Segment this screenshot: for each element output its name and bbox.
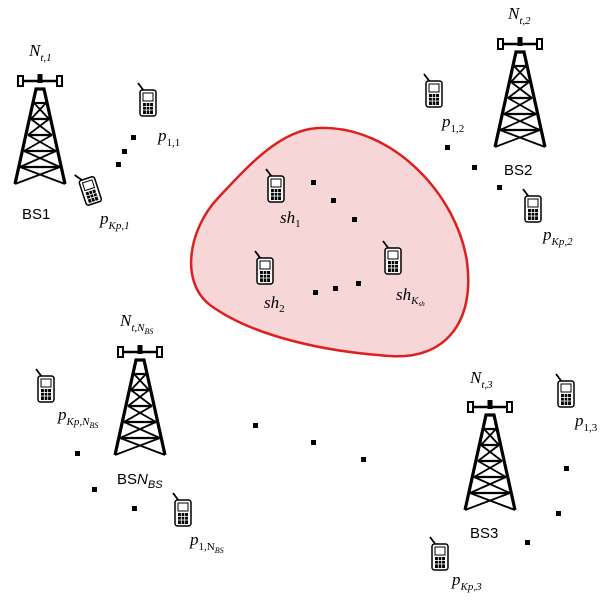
user-p13-label: p1,3 [574,411,598,434]
user-p1n-label: p1,NBS [189,530,224,555]
user-pk2-phone-icon [522,188,542,223]
bsn-tower-icon [113,343,167,457]
user-p12-phone-icon [423,73,443,108]
bs1-antenna-label: Nt,1 [28,41,52,64]
user-pk1-phone-icon [73,168,103,208]
bs2-tower-icon [493,35,547,149]
bsn-antenna-label: Nt,NBS [119,311,153,336]
bs2-label: BS2 [504,162,532,179]
user-pkn-label: pKp,NBS [57,405,98,430]
user-p11-phone-icon [137,82,157,117]
user-shk-label: shKsh [396,285,425,308]
user-p13-phone-icon [555,373,575,408]
shared-user-region [189,126,470,358]
ellipsis-dots [75,135,569,545]
user-pk2-label: pKp,2 [542,225,573,248]
user-p11-label: p1,1 [157,126,180,149]
bs3-tower-icon [463,398,517,512]
user-pk3-phone-icon [429,536,449,571]
user-sh1-label: sh1 [280,208,301,230]
bs3-label: BS3 [470,525,498,542]
bsn-label: BSNBS [117,471,163,491]
user-p1n-phone-icon [172,492,192,527]
user-pkn-phone-icon [35,368,55,403]
bs2-antenna-label: Nt,2 [507,4,531,27]
bs1-label: BS1 [22,206,50,223]
user-p12-label: p1,2 [441,112,464,135]
user-pk1-label: pKp,1 [99,209,130,232]
bs1-tower-icon [13,72,67,186]
user-sh2-label: sh2 [264,293,285,315]
user-pk3-label: pKp,3 [451,570,482,593]
bs3-antenna-label: Nt,3 [469,368,493,391]
